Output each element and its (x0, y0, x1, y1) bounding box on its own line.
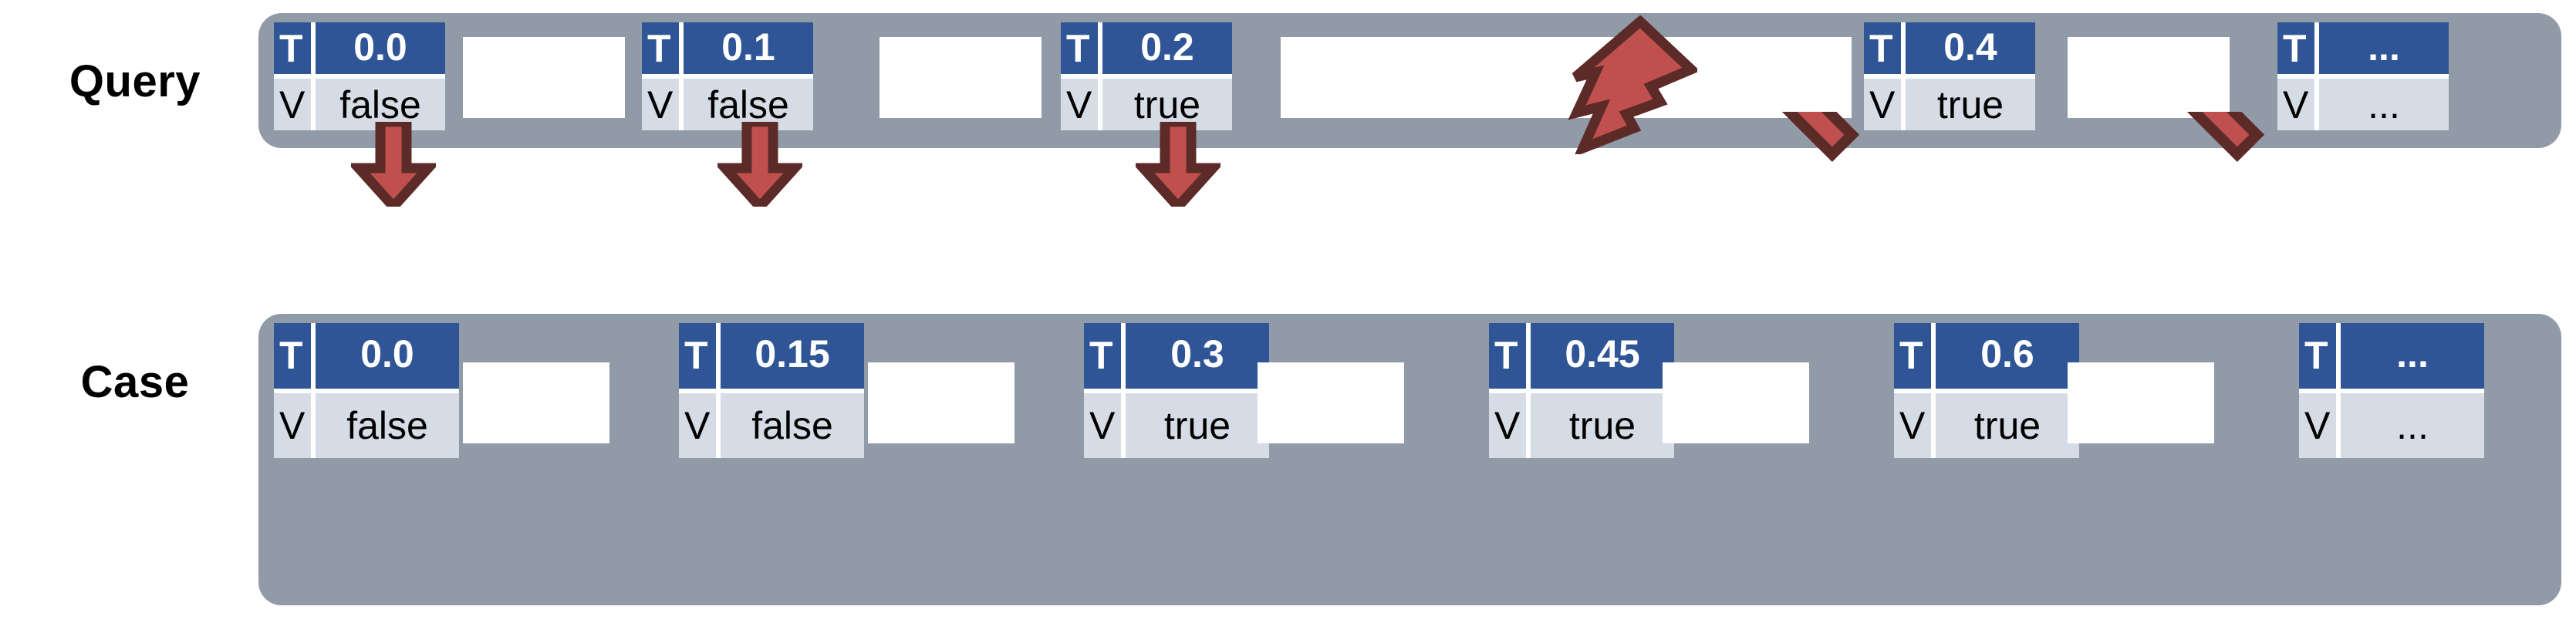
query-event-cell-3[interactable]: T 0.4 V true (1864, 22, 2035, 130)
time-value: ... (2319, 22, 2449, 74)
case-event-cell-2[interactable]: T 0.3 V true (1084, 323, 1269, 458)
time-key-label: T (679, 323, 716, 389)
value-value: true (1531, 392, 1674, 458)
time-key-label: T (642, 22, 679, 74)
time-key-label: T (1061, 22, 1098, 74)
query-event-cell-1[interactable]: T 0.1 V false (642, 22, 813, 130)
case-event-cell-1[interactable]: T 0.15 V false (679, 323, 864, 458)
query-event-cell-0[interactable]: T 0.0 V false (274, 22, 445, 130)
query-gap-arrow (1281, 37, 1852, 118)
value-value: true (1936, 392, 2079, 458)
time-key-label: T (1084, 323, 1121, 389)
time-value: 0.4 (1906, 22, 2035, 74)
value-key-label: V (679, 392, 716, 458)
value-value: ... (2319, 79, 2449, 130)
case-sequence-arrow-1-2 (868, 362, 1015, 443)
value-key-label: V (1864, 79, 1901, 130)
time-value: 0.1 (684, 22, 813, 74)
query-event-cell-4[interactable]: T ... V ... (2277, 22, 2449, 130)
value-key-label: V (642, 79, 679, 130)
mapping-arrow-diagonal-4 (2081, 112, 2265, 163)
value-key-label: V (274, 392, 311, 458)
value-value: true (1126, 392, 1269, 458)
time-value: 0.15 (721, 323, 864, 389)
lightning-bolt-icon (1568, 15, 1697, 154)
query-event-cell-2[interactable]: T 0.2 V true (1061, 22, 1232, 130)
value-value: true (1906, 79, 2035, 130)
case-sequence-arrow-3-4 (1663, 362, 1809, 443)
mapping-arrow-vertical-2 (1136, 122, 1220, 207)
time-key-label: T (274, 323, 311, 389)
time-key-label: T (2299, 323, 2336, 389)
value-key-label: V (1489, 392, 1526, 458)
value-value: false (721, 392, 864, 458)
time-value: 0.3 (1126, 323, 1269, 389)
value-value: ... (2341, 392, 2484, 458)
time-key-label: T (1864, 22, 1901, 74)
value-key-label: V (1061, 79, 1098, 130)
time-value: 0.0 (316, 22, 445, 74)
value-key-label: V (2299, 392, 2336, 458)
mapping-arrow-vertical-1 (717, 122, 802, 207)
value-key-label: V (274, 79, 311, 130)
time-key-label: T (2277, 22, 2314, 74)
case-sequence-arrow-4-5 (2068, 362, 2214, 443)
time-key-label: T (1894, 323, 1931, 389)
value-value: false (684, 79, 813, 130)
case-sequence-arrow-0-1 (463, 362, 609, 443)
mapping-arrow-diagonal-3 (1676, 112, 1860, 163)
query-sequence-arrow-3-4 (2068, 37, 2230, 118)
value-key-label: V (2277, 79, 2314, 130)
query-sequence-arrow-0-1 (463, 37, 625, 118)
case-event-cell-4[interactable]: T 0.6 V true (1894, 323, 2079, 458)
value-key-label: V (1894, 392, 1931, 458)
value-key-label: V (1084, 392, 1121, 458)
time-value: 0.6 (1936, 323, 2079, 389)
value-value: false (316, 392, 459, 458)
value-value: false (316, 79, 445, 130)
time-value: 0.0 (316, 323, 459, 389)
case-sequence-arrow-2-3 (1258, 362, 1404, 443)
query-sequence-arrow-1-2 (879, 37, 1042, 118)
case-event-cell-5[interactable]: T ... V ... (2299, 323, 2484, 458)
mapping-arrow-vertical-0 (351, 122, 436, 207)
row-label-case: Case (80, 357, 190, 407)
time-key-label: T (1489, 323, 1526, 389)
case-event-cell-3[interactable]: T 0.45 V true (1489, 323, 1674, 458)
time-value: 0.2 (1102, 22, 1232, 74)
case-event-cell-0[interactable]: T 0.0 V false (274, 323, 459, 458)
row-label-query: Query (69, 56, 201, 106)
time-value: ... (2341, 323, 2484, 389)
case-row-band (258, 314, 2561, 605)
time-key-label: T (274, 22, 311, 74)
time-value: 0.45 (1531, 323, 1674, 389)
